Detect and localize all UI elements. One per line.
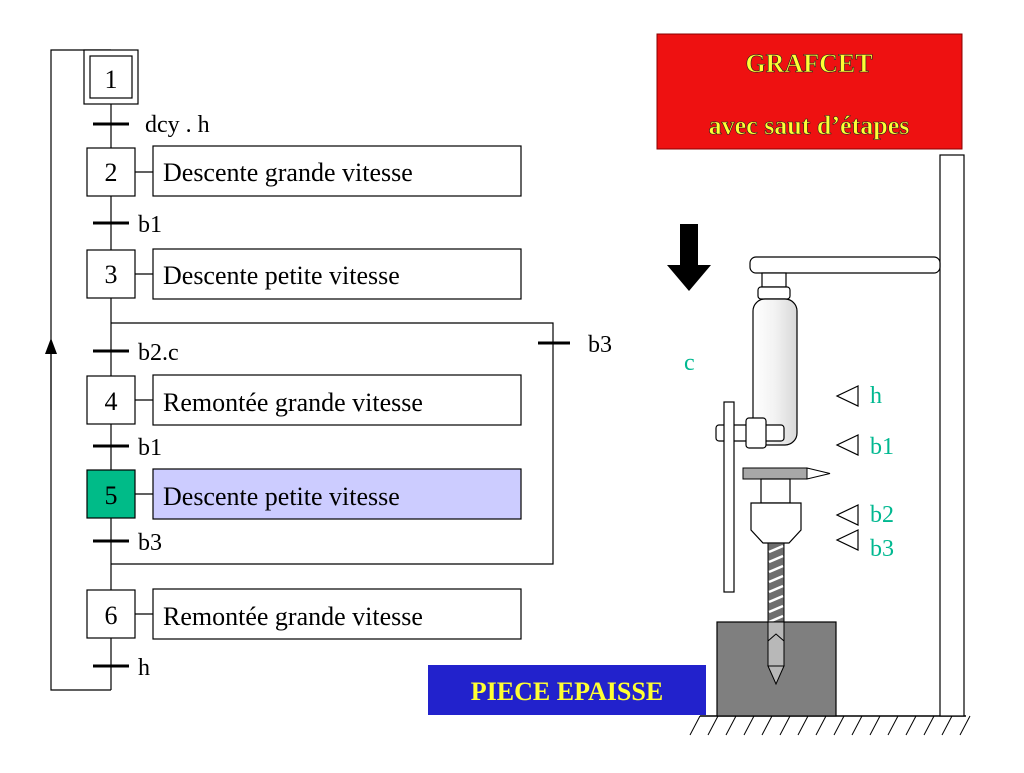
sensor-b3-label: b3 [870, 536, 894, 562]
transition-label-3: b2.c [138, 340, 179, 366]
cylinder [752, 298, 798, 446]
machine-arm [749, 256, 941, 274]
ground-hatching [689, 715, 971, 736]
action-5-label: Descente petite vitesse [163, 482, 400, 511]
title-line-1: GRAFCET [745, 49, 872, 78]
sensor-h-label: h [870, 383, 882, 409]
skip-branch-line [111, 322, 554, 565]
action-box-4 [152, 374, 522, 426]
step-4-number: 4 [105, 387, 118, 416]
sensor-b3-icon [835, 529, 859, 551]
sensor-h-icon [835, 385, 859, 407]
step-5: 5 Descente petite vitesse [86, 468, 522, 520]
step-6: 6 Remontée grande vitesse [86, 588, 522, 640]
transition-label-2: b1 [138, 212, 162, 238]
transition-label-1: dcy . h [145, 112, 210, 138]
banner-bg [428, 665, 706, 715]
action-4-label: Remontée grande vitesse [163, 388, 423, 417]
action-box-6 [152, 588, 522, 640]
action-2-label: Descente grande vitesse [163, 158, 413, 187]
step-2: 2 Descente grande vitesse [86, 145, 522, 197]
skip-transition-label: b3 [588, 332, 612, 358]
step-1-number: 1 [105, 65, 118, 94]
machine-column [939, 154, 965, 717]
title-box-bg [656, 33, 963, 150]
transition-bars [93, 122, 129, 668]
down-arrow-icon [667, 224, 711, 291]
sensor-h: h [835, 383, 882, 409]
sensor-b1: b1 [835, 434, 894, 460]
step-3-number: 3 [105, 260, 118, 289]
drill-bit [767, 542, 785, 642]
step-5-number: 5 [105, 481, 118, 510]
piece-epaisse-banner: PIECE EPAISSE [428, 665, 706, 715]
title-box: GRAFCET avec saut d’étapes [656, 33, 963, 150]
action-box-5 [152, 468, 522, 520]
step-4: 4 Remontée grande vitesse [86, 374, 522, 426]
sensor-b3: b3 [835, 529, 894, 562]
sensor-b2-icon [835, 504, 859, 526]
chuck [750, 502, 802, 544]
step-6-number: 6 [105, 601, 118, 630]
sensor-b2-label: b2 [870, 502, 894, 528]
transition-label-4: b1 [138, 435, 162, 461]
action-3-label: Descente petite vitesse [163, 261, 400, 290]
title-line-2: avec saut d’étapes [709, 111, 910, 140]
step-3: 3 Descente petite vitesse [86, 248, 522, 300]
banner-label: PIECE EPAISSE [471, 677, 663, 706]
step-1: 1 [83, 49, 139, 105]
sensor-b1-label: b1 [870, 434, 894, 460]
action-box-3 [152, 248, 522, 300]
contact-c-label: c [684, 350, 695, 376]
drill-press: c h b1 b2 b3 [667, 154, 971, 736]
action-6-label: Remontée grande vitesse [163, 602, 423, 631]
sensor-b1-icon [835, 434, 859, 456]
step-2-number: 2 [105, 158, 118, 187]
contact-rod [723, 401, 735, 593]
transition-label-6: h [138, 655, 150, 681]
sensor-b2: b2 [835, 502, 894, 528]
transition-label-5: b3 [138, 530, 162, 556]
loop-arrow-icon [45, 338, 57, 354]
action-box-2 [152, 145, 522, 197]
